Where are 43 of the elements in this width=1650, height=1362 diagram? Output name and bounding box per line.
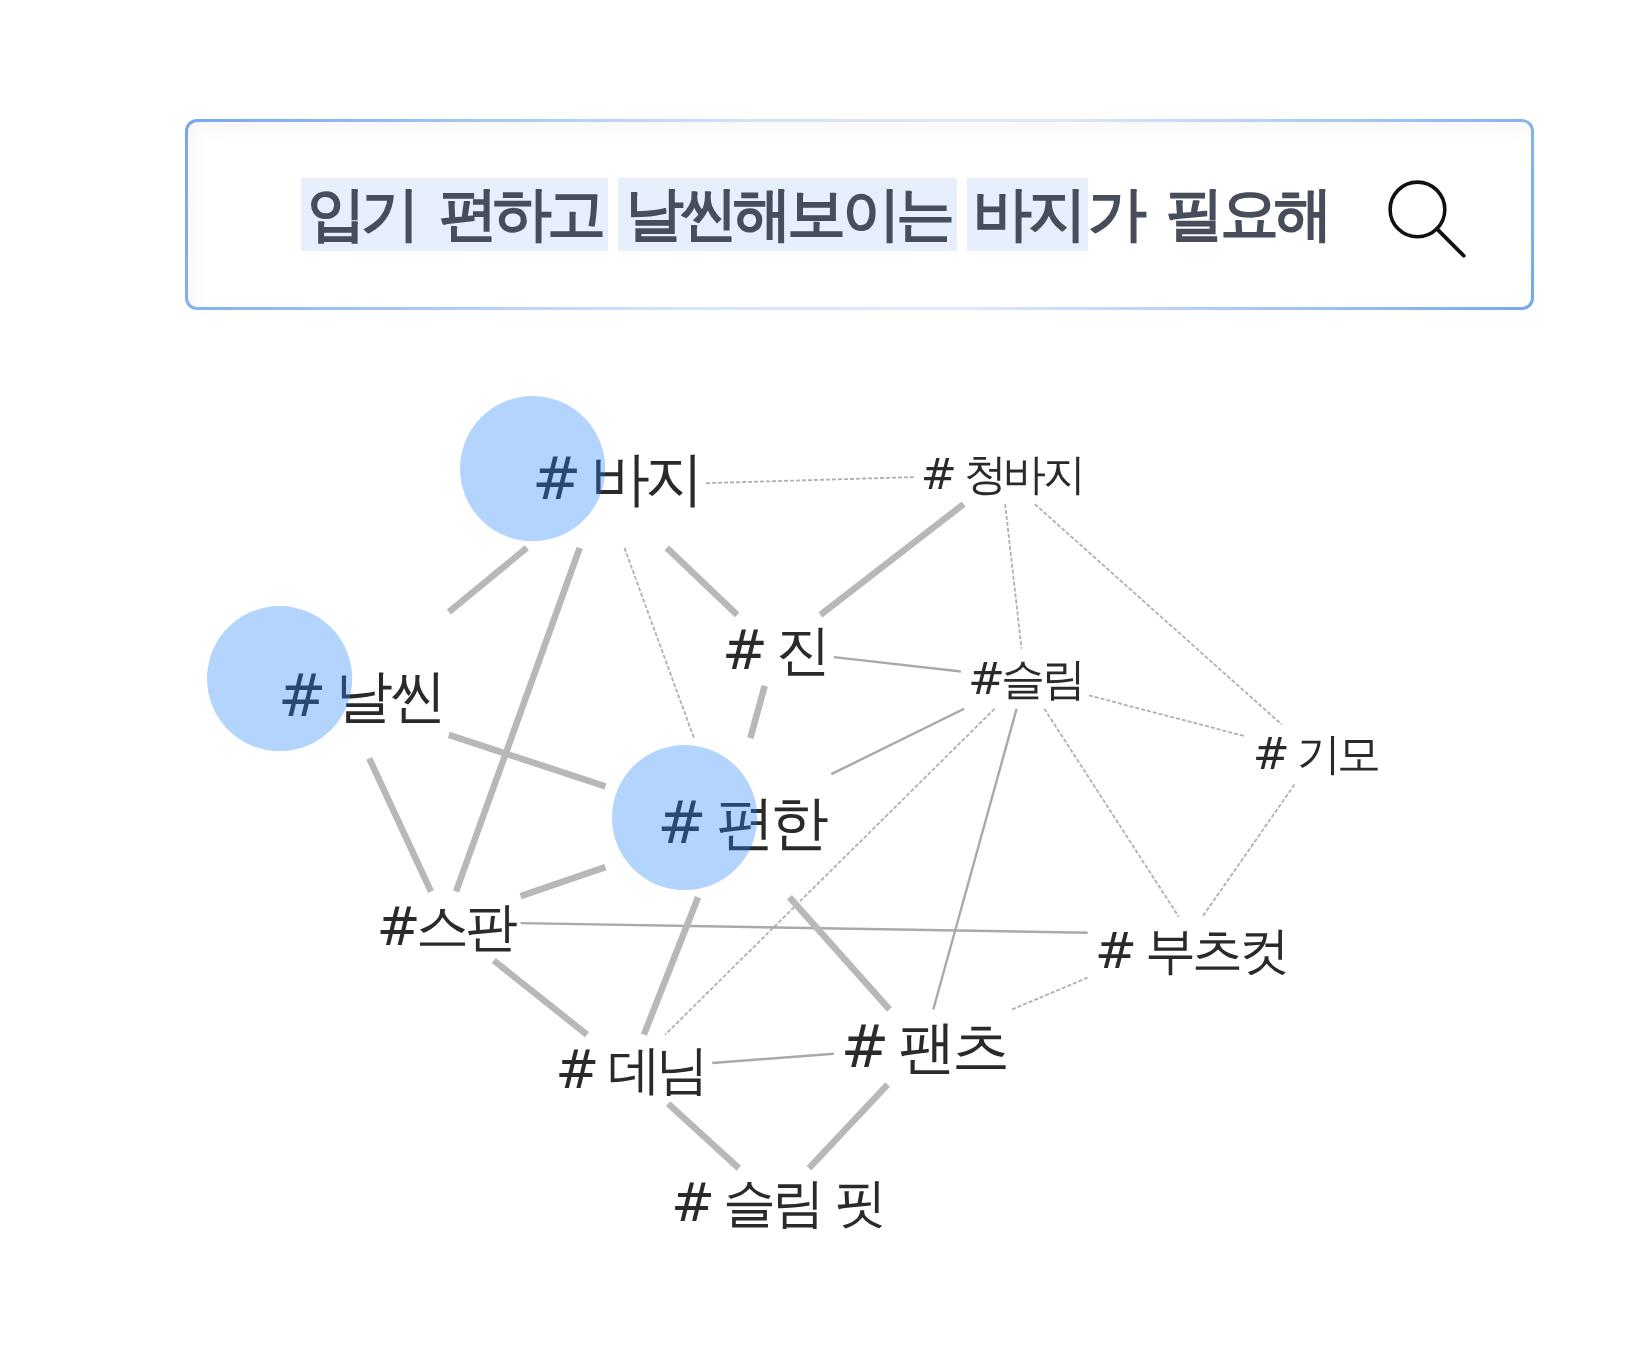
hashtag-label: #슬림 <box>967 655 1083 703</box>
link-line <box>712 1052 834 1065</box>
keyword-highlight: 입기 편하고 <box>300 177 608 252</box>
hashtag-label: #스판 <box>376 898 515 954</box>
link-line <box>747 684 768 739</box>
link-line <box>705 476 915 485</box>
hashtag-label: # 날씬 <box>277 666 443 727</box>
link-line <box>806 1082 890 1171</box>
hashtag-label: # 팬츠 <box>840 1016 1006 1078</box>
hashtag-label: # 슬림 핏 <box>671 1175 883 1231</box>
link-line <box>446 545 529 615</box>
link-line <box>818 501 966 618</box>
hashtag-label: # 바지 <box>532 447 700 510</box>
hashtag-label: # 데님 <box>555 1041 706 1097</box>
query-text: 가 필요해 <box>1088 178 1330 251</box>
link-line <box>1010 976 1089 1011</box>
link-line <box>1043 707 1180 918</box>
keyword-highlight: 날씬해보이는 <box>618 177 957 252</box>
link-line <box>366 756 434 893</box>
hashtag-label: # 진 <box>722 621 828 680</box>
link-line <box>833 655 962 673</box>
link-line <box>1201 783 1296 918</box>
link-line <box>491 957 589 1038</box>
link-line <box>519 864 607 900</box>
link-line <box>623 546 695 739</box>
link-line <box>452 546 583 893</box>
link-line <box>640 896 702 1036</box>
hashtag-label: # 기모 <box>1252 731 1378 778</box>
link-line <box>932 708 1018 1010</box>
link-line <box>664 707 996 1036</box>
link-line <box>664 545 740 618</box>
link-line <box>1088 694 1247 738</box>
hashtag-label: # 청바지 <box>920 452 1083 498</box>
link-line <box>520 921 1088 934</box>
link-line <box>665 1101 741 1171</box>
keyword-highlight: 바지 <box>967 177 1089 252</box>
link-line <box>830 707 965 776</box>
hashtag-label: # 편한 <box>657 791 825 854</box>
link-line <box>1004 503 1023 650</box>
link-line <box>447 731 607 790</box>
link-line <box>787 895 892 1012</box>
link-line <box>1033 503 1283 726</box>
hashtag-label: # 부츠컷 <box>1094 923 1286 977</box>
